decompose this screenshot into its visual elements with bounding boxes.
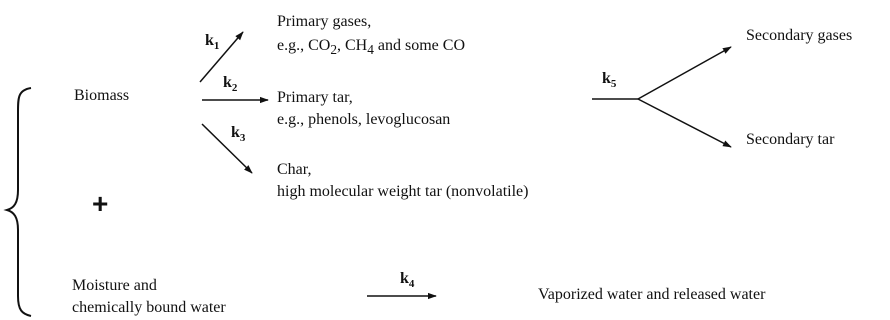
rate-constant-k3: k3 [231, 124, 246, 145]
char-line2: high molecular weight tar (nonvolatile) [277, 183, 529, 200]
primary-gases-line1: Primary gases, [277, 13, 372, 30]
arrow-k5-secondary-gases [637, 46, 732, 100]
primary-tar-line2: e.g., phenols, levoglucosan [277, 111, 451, 128]
primary-gases-line2: e.g., CO2, CH4 and some CO [277, 37, 466, 58]
rate-constant-k4: k4 [400, 270, 415, 291]
plus-sign: + [92, 188, 109, 219]
rate-constant-k5: k5 [602, 70, 617, 91]
arrow-k5-secondary-tar [637, 98, 732, 148]
reactant-moisture-line1: Moisture and [72, 277, 157, 294]
secondary-tar: Secondary tar [746, 131, 835, 148]
arrow-k3 [201, 123, 253, 174]
rate-constant-k1: k1 [205, 32, 220, 53]
reactant-biomass: Biomass [74, 87, 130, 104]
left-curly-brace [3, 87, 32, 317]
arrow-k1 [199, 31, 244, 83]
char-line1: Char, [277, 161, 312, 178]
primary-tar-line1: Primary tar, [277, 89, 353, 106]
reactant-moisture-line2: chemically bound water [72, 299, 226, 316]
secondary-gases: Secondary gases [746, 27, 853, 44]
vaporized-water: Vaporized water and released water [538, 286, 766, 303]
rate-constant-k2: k2 [223, 74, 238, 95]
